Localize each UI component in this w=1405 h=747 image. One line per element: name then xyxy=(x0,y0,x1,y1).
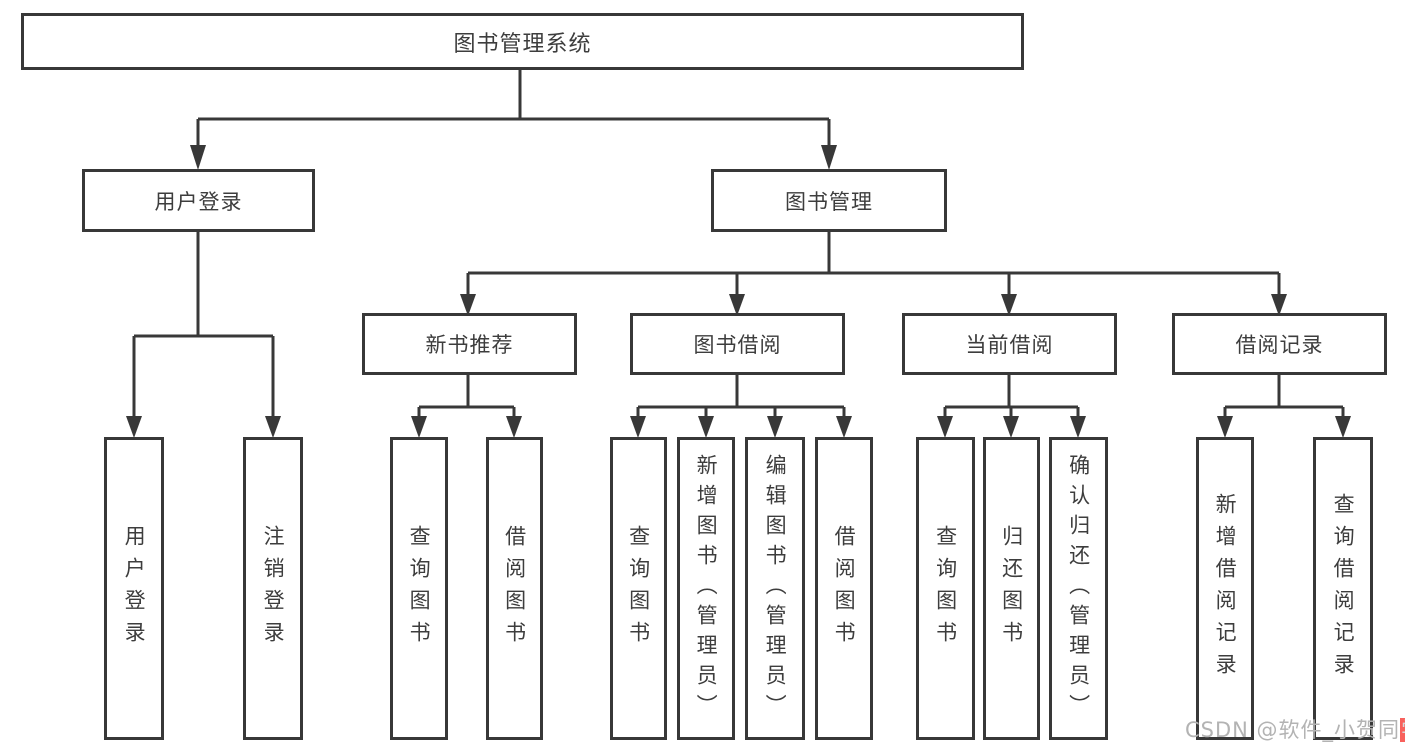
node-newrec-query-books-label: 查询图书 xyxy=(407,524,432,653)
watermark-text: CSDN @软件_小贺同 xyxy=(1185,718,1401,742)
node-borrow-borrow-books-label: 借阅图书 xyxy=(832,524,857,653)
watermark: CSDN @软件_小贺同学 xyxy=(1185,714,1405,744)
node-current-return-books: 归还图书 xyxy=(983,437,1040,740)
node-current-confirm-return-admin: 确认归还（管理员） xyxy=(1049,437,1108,740)
node-records-add-record-label: 新增借阅记录 xyxy=(1213,492,1238,685)
node-current-borrow: 当前借阅 xyxy=(902,313,1117,375)
node-logout-label: 注销登录 xyxy=(261,524,286,653)
node-newrec-borrow-books: 借阅图书 xyxy=(486,437,543,740)
node-borrow-add-books-admin: 新增图书（管理员） xyxy=(677,437,735,740)
node-user-login: 用户登录 xyxy=(82,169,315,232)
node-new-book-recommend-label: 新书推荐 xyxy=(425,333,514,357)
node-root-label: 图书管理系统 xyxy=(453,31,592,57)
node-current-borrow-label: 当前借阅 xyxy=(965,333,1054,357)
node-user-login-action-label: 用户登录 xyxy=(122,524,147,653)
node-current-query-books: 查询图书 xyxy=(916,437,975,740)
node-current-return-books-label: 归还图书 xyxy=(999,524,1024,653)
node-newrec-borrow-books-label: 借阅图书 xyxy=(502,524,527,653)
node-borrow-edit-books-admin-label: 编辑图书（管理员） xyxy=(763,453,788,724)
node-borrow-records: 借阅记录 xyxy=(1172,313,1387,375)
node-book-borrow: 图书借阅 xyxy=(630,313,845,375)
node-logout: 注销登录 xyxy=(243,437,303,740)
node-borrow-add-books-admin-label: 新增图书（管理员） xyxy=(694,453,719,724)
node-records-query-record: 查询借阅记录 xyxy=(1313,437,1373,740)
node-current-confirm-return-admin-label: 确认归还（管理员） xyxy=(1066,453,1091,724)
node-current-query-books-label: 查询图书 xyxy=(933,524,958,653)
node-root: 图书管理系统 xyxy=(21,13,1024,70)
node-new-book-recommend: 新书推荐 xyxy=(362,313,577,375)
node-borrow-edit-books-admin: 编辑图书（管理员） xyxy=(745,437,805,740)
node-borrow-borrow-books: 借阅图书 xyxy=(815,437,873,740)
node-user-login-action: 用户登录 xyxy=(104,437,164,740)
node-newrec-query-books: 查询图书 xyxy=(390,437,448,740)
watermark-accent: 学 xyxy=(1400,718,1405,742)
node-records-query-record-label: 查询借阅记录 xyxy=(1331,492,1356,685)
node-records-add-record: 新增借阅记录 xyxy=(1196,437,1254,740)
node-book-management-label: 图书管理 xyxy=(785,189,873,214)
node-user-login-label: 用户登录 xyxy=(154,189,243,214)
node-book-borrow-label: 图书借阅 xyxy=(693,333,782,357)
node-borrow-query-books: 查询图书 xyxy=(610,437,667,740)
node-borrow-records-label: 借阅记录 xyxy=(1235,333,1324,357)
node-borrow-query-books-label: 查询图书 xyxy=(626,524,651,653)
node-book-management: 图书管理 xyxy=(711,169,947,232)
